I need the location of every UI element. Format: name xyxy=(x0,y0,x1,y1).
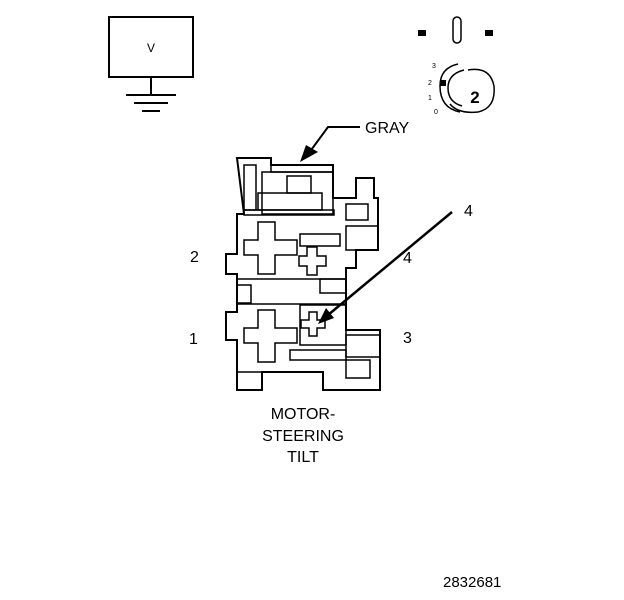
switch-pos-2: 2 xyxy=(428,80,432,87)
callout-label-4: 4 xyxy=(464,203,473,220)
pin-label-1: 1 xyxy=(189,331,198,348)
connector-title: MOTOR- STEERING TILT xyxy=(262,406,344,466)
connector-face xyxy=(225,157,381,391)
gray-arrowhead-icon xyxy=(300,145,318,162)
rotary-switch-icon: 2 3 2 1 0 xyxy=(428,63,495,116)
pin-4-callout xyxy=(318,211,453,324)
voltmeter-label: V xyxy=(147,41,155,55)
gray-wire-callout: GRAY xyxy=(300,120,409,162)
connector-title-line-1: MOTOR- xyxy=(271,406,336,423)
switch-selected-position: 2 xyxy=(470,88,479,107)
pin-label-2: 2 xyxy=(190,249,199,266)
switch-pos-0: 0 xyxy=(434,109,438,116)
voltmeter: V xyxy=(108,16,194,112)
connector-title-line-3: TILT xyxy=(287,449,319,466)
pin-label-3: 3 xyxy=(403,330,412,347)
figure-number: 2832681 xyxy=(443,574,501,591)
switch-terminal-left xyxy=(418,30,426,36)
switch-position-marker xyxy=(440,80,446,86)
ignition-switch: 2 3 2 1 0 xyxy=(418,16,495,116)
voltmeter-box xyxy=(108,16,194,78)
wire-color-label: GRAY xyxy=(365,120,409,137)
switch-blade-icon xyxy=(452,16,462,44)
switch-pos-1: 1 xyxy=(428,95,432,102)
pin-label-4: 4 xyxy=(403,250,412,267)
ground-symbol-icon xyxy=(126,94,176,112)
connector-title-line-2: STEERING xyxy=(262,428,344,445)
pin-4-arrowhead-icon xyxy=(318,308,334,324)
switch-pos-3: 3 xyxy=(432,63,436,70)
switch-terminal-right xyxy=(485,30,493,36)
